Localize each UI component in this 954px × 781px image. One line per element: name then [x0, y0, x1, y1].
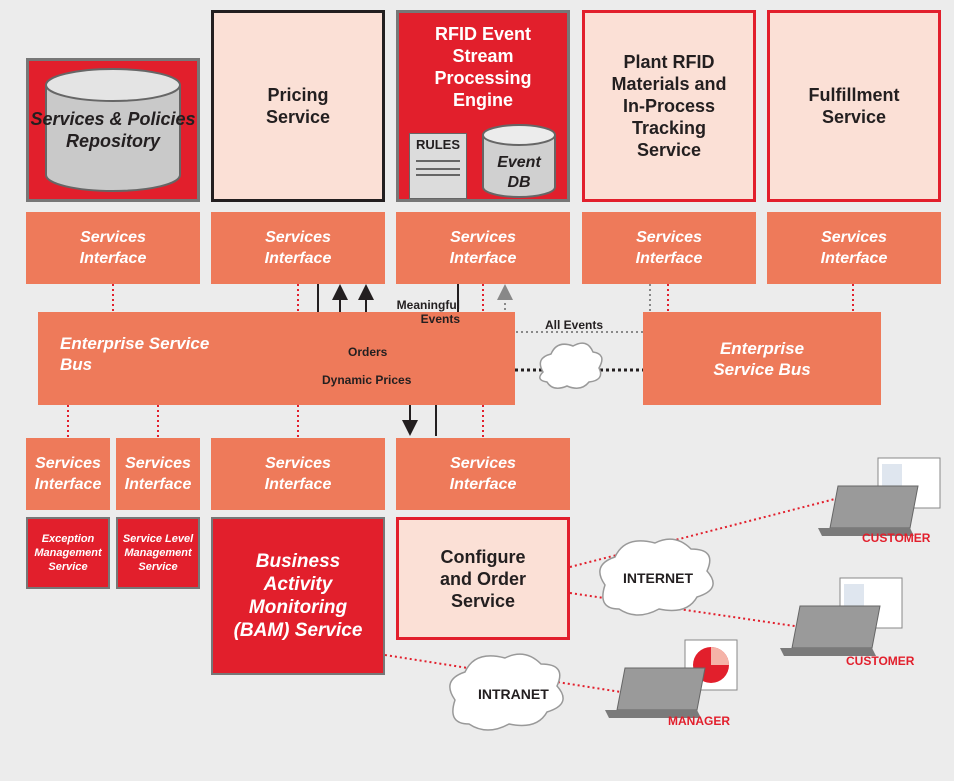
event-db-label: Event DB: [497, 154, 541, 191]
database-icon: [45, 68, 181, 192]
meaningful-events-label: Meaningful Events: [396, 298, 460, 326]
services-interface-rfid: Services Interface: [396, 212, 570, 284]
bam-service-label: Business Activity Monitoring (BAM) Servi…: [233, 551, 363, 641]
services-interface-service-level: Services Interface: [116, 438, 200, 510]
plant-rfid-label: Plant RFID Materials and In-Process Trac…: [611, 52, 727, 160]
repository-label: Services & Policies Repository: [30, 109, 196, 151]
configure-order-label: Configure and Order Service: [439, 546, 527, 611]
customer-label-1: CUSTOMER: [862, 531, 931, 545]
services-interface-exception: Services Interface: [26, 438, 110, 510]
service-level-management-box: Service Level Management Service: [116, 517, 200, 589]
rfid-engine-label: RFID Event Stream Processing Engine: [434, 24, 532, 110]
services-interface-repository: Services Interface: [26, 212, 200, 284]
configure-order-box: Configure and Order Service: [396, 517, 570, 640]
services-interface-plant: Services Interface: [582, 212, 756, 284]
esb-right-label: Enterprise Service Bus: [713, 338, 811, 379]
internet-label: INTERNET: [623, 570, 693, 586]
service-level-management-label: Service Level Management Service: [122, 533, 194, 573]
fulfillment-box: Fulfillment Service: [767, 10, 941, 202]
enterprise-service-bus-right: Enterprise Service Bus: [643, 312, 881, 405]
pricing-service-label: Pricing Service: [265, 85, 331, 127]
rules-icon: RULES: [409, 133, 467, 199]
exception-management-box: Exception Management Service: [26, 517, 110, 589]
esb-left-label: Enterprise Service Bus: [60, 333, 210, 374]
customer-label-2: CUSTOMER: [846, 654, 915, 668]
exception-management-label: Exception Management Service: [34, 533, 102, 573]
laptop-shapes: [605, 457, 941, 718]
rfid-engine-box: RFID Event Stream Processing Engine RULE…: [396, 10, 570, 202]
all-events-label: All Events: [545, 318, 604, 332]
intranet-label: INTRANET: [478, 686, 549, 702]
plant-rfid-box: Plant RFID Materials and In-Process Trac…: [582, 10, 756, 202]
enterprise-service-bus-left: Enterprise Service Bus: [38, 312, 515, 405]
services-interface-pricing: Services Interface: [211, 212, 385, 284]
bam-service-box: Business Activity Monitoring (BAM) Servi…: [211, 517, 385, 675]
dynamic-prices-label: Dynamic Prices: [322, 373, 412, 387]
services-interface-fulfillment: Services Interface: [767, 212, 941, 284]
manager-label: MANAGER: [668, 714, 730, 728]
all-events-arrow: [497, 284, 651, 333]
fulfillment-label: Fulfillment Service: [808, 85, 900, 127]
orders-label: Orders: [348, 345, 388, 359]
services-interface-configure: Services Interface: [396, 438, 570, 510]
services-interface-bam: Services Interface: [211, 438, 385, 510]
cloud-shapes: [449, 342, 714, 731]
event-db-icon: [482, 124, 556, 198]
repository-box: Services & Policies Repository: [26, 58, 200, 202]
pricing-service-box: Pricing Service: [211, 10, 385, 202]
rules-label: RULES: [415, 137, 461, 152]
